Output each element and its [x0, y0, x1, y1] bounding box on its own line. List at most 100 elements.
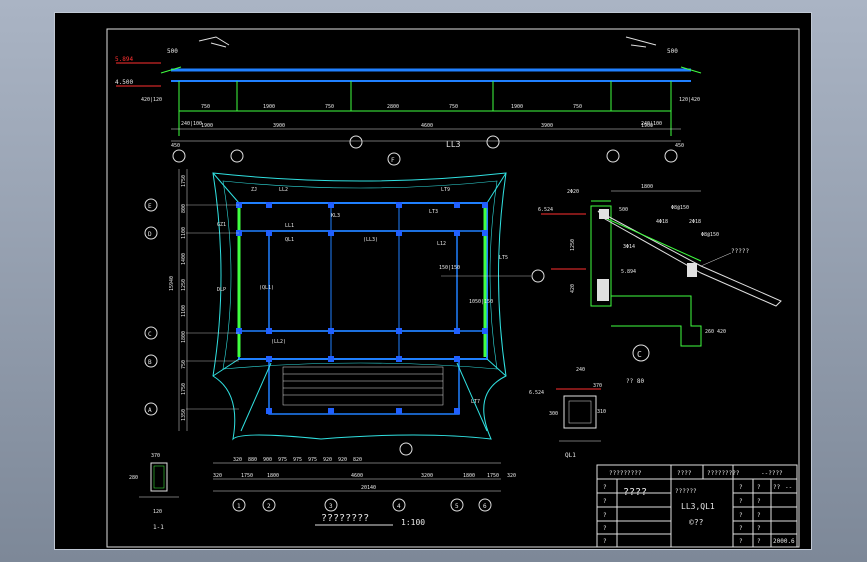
ql1-dim-1: 370 [593, 383, 602, 389]
elev-sec-right: 120|420 [679, 97, 700, 103]
elev-beam-left: 240|100 [181, 121, 202, 127]
tb-cell-2: ????????? [707, 470, 740, 477]
tb-cell-14: ? [739, 498, 743, 505]
plan-top-dim: 820 [353, 457, 362, 463]
plan-left-dim: 1250 [181, 279, 187, 291]
plan-top-dim: 920 [338, 457, 347, 463]
plan-top-dim: 920 [323, 457, 332, 463]
ql1-label: QL1 [565, 452, 576, 459]
detail-c-bottom-1: 420 [717, 329, 726, 335]
detail-c-dim-4: Φ8@150 [701, 232, 719, 238]
elev-bottom-dim: 4600 [421, 123, 433, 129]
axis-row-label: B [148, 359, 152, 366]
plan-beam-label: (LL3) [363, 237, 378, 243]
detail-c-dim-6: 2Φ18 [689, 219, 701, 225]
plan-left-dim: 1100 [181, 305, 187, 317]
plan-bottom-dim: 4600 [351, 473, 363, 479]
ql1-dim-2: 300 [549, 411, 558, 417]
elev-span-dim: 750 [449, 104, 458, 110]
detail-c-dim-0: 1800 [641, 184, 653, 190]
sec11-dim-1: 280 [129, 475, 138, 481]
detail-c-dim-3: Φ8@150 [671, 205, 689, 211]
plan-left-dim: 750 [181, 360, 187, 369]
axis-col-label: 5 [455, 503, 459, 510]
elevation-ll3: 5.894 4.500 500 500 420|120 120|420 240|… [115, 36, 702, 163]
plan-beam-label: LT3 [429, 209, 438, 215]
plan-title: ???????? [321, 513, 369, 524]
plan-bottom-dim: 1800 [267, 473, 279, 479]
axis-col-label: 3 [329, 503, 333, 510]
tb-cell-12: ?? [773, 484, 781, 491]
elev-bottom-dim: 3900 [541, 123, 553, 129]
detail-c-label: C [637, 350, 642, 359]
tb-cell-13: -- [785, 484, 792, 491]
plan-top-dim: 975 [278, 457, 287, 463]
detail-c-vert-0: 1250 [570, 239, 576, 251]
axis-col-label: 4 [397, 503, 401, 510]
elev-edge-right: 450 [675, 143, 684, 149]
detail-c-bottom-0: 260 [705, 329, 714, 335]
plan-bottom-total: 20140 [361, 485, 376, 491]
column-mark [396, 328, 402, 334]
axis-col-label: 6 [483, 503, 487, 510]
plan-left-dim: 1750 [181, 383, 187, 395]
column-mark [328, 202, 334, 208]
column-mark [454, 202, 460, 208]
axis-bubble-row [144, 326, 158, 340]
axis-bubble-row [144, 402, 158, 416]
elev-title: LL3 [446, 140, 461, 149]
detail-c-level1: 6.524 [538, 207, 553, 213]
plan-beam-label: LT5 [499, 255, 508, 261]
plan-left-dim: 1750 [181, 175, 187, 187]
plan-beam-label: LL1 [285, 223, 294, 229]
tb-cell-15: ? [757, 498, 761, 505]
column-mark [328, 408, 334, 414]
tb-cell-5: ? [603, 498, 607, 505]
tb-cell-22: 2000.6 [773, 538, 795, 545]
cad-viewport[interactable]: 5.894 4.500 500 500 420|120 120|420 240|… [54, 12, 812, 550]
elev-span-dim: 1900 [263, 104, 275, 110]
axis-row-label: C [148, 331, 152, 338]
ql1-section: 240 370 300 310 6.524 QL1 ?? 80 [529, 367, 644, 459]
detail-c-dim-1: 2Φ20 [567, 189, 579, 195]
plan-scale: 1:100 [401, 518, 425, 527]
plan-bottom-dim: 1800 [463, 473, 475, 479]
axis-bubble-col [450, 498, 464, 512]
axis-row-label: E [148, 203, 152, 210]
elev-span-dim: 750 [201, 104, 210, 110]
plan-axis-f: F [391, 157, 395, 164]
elev-level-mid: 4.500 [115, 79, 133, 86]
detail-c: C 6.524 5.894 1800 2Φ20 500 Φ8@150 Φ8@15… [538, 184, 782, 362]
plan-beam-label: QL1 [285, 237, 294, 243]
tb-cell-8: ? [603, 525, 607, 532]
plan-ann-1050: 1050|150 [469, 299, 493, 305]
sec11-dim-0: 370 [151, 453, 160, 459]
axis-col-label: 2 [267, 503, 271, 510]
plan-bottom-dim: 320 [507, 473, 516, 479]
elev-bottom-dim: 1900 [641, 123, 653, 129]
axis-bubble-row [144, 198, 158, 212]
detail-c-dim-2: 500 [619, 207, 628, 213]
elev-span-dim: 750 [573, 104, 582, 110]
plan-beam-label: (LL2) [271, 339, 286, 345]
column-mark [266, 230, 272, 236]
plan-left-dim: 1800 [181, 331, 187, 343]
plan-beam-label: GZ1 [217, 222, 226, 228]
tb-cell-20: ? [739, 538, 743, 545]
plan-ann-150: 150|150 [439, 265, 460, 271]
axis-bubble-row [144, 354, 158, 368]
axis-bubble-col [478, 498, 492, 512]
plan-beam-label: LL2 [279, 187, 288, 193]
plan-bottom-dim: 1750 [487, 473, 499, 479]
tb-cell-17: ? [757, 512, 761, 519]
detail-c-note: ????? [731, 248, 749, 255]
column-mark [266, 328, 272, 334]
column-mark [328, 356, 334, 362]
axis-bubble-row [144, 226, 158, 240]
plan-top-dim: 880 [248, 457, 257, 463]
sec11-dim-2: 120 [153, 509, 162, 515]
tb-cell-9: ? [603, 538, 607, 545]
